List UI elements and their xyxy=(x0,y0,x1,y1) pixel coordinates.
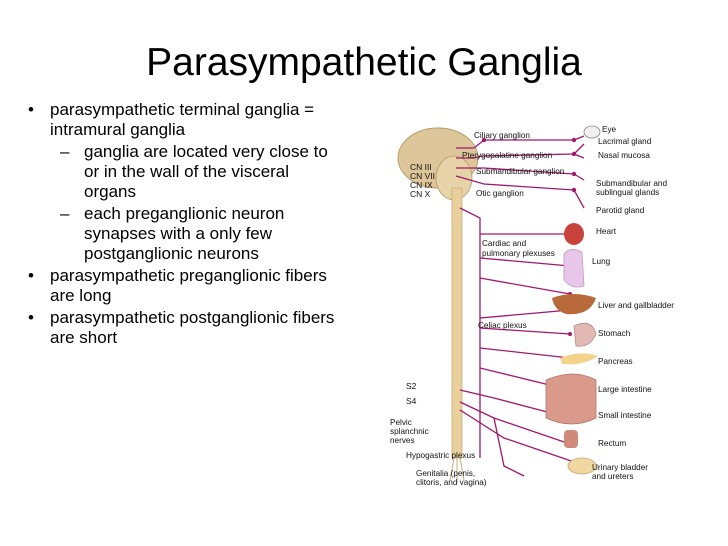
cn-label: CN X xyxy=(410,189,431,199)
sacral-nerve-pathways xyxy=(459,389,581,477)
ganglion-label: Pterygopalatine ganglion xyxy=(462,151,553,160)
intestine-illustration xyxy=(545,373,597,425)
organ-label-parotid: Parotid gland xyxy=(596,206,645,215)
bullet-text: parasympathetic postganglionic fibers ar… xyxy=(50,308,335,347)
heart-illustration xyxy=(564,223,584,245)
plexus-label: Cardiac and xyxy=(482,239,527,248)
cauda-equina xyxy=(449,457,465,483)
ganglion-label: Ciliary ganglion xyxy=(474,131,530,140)
pelvic-label: splanchnic xyxy=(390,427,429,436)
sub-bullet-text: ganglia are located very close to or in … xyxy=(84,142,328,201)
liver-illustration xyxy=(552,294,596,315)
rectum-illustration xyxy=(564,430,578,448)
plexus-label: Hypogastric plexus xyxy=(406,451,475,460)
bullet-marker: • xyxy=(28,100,34,119)
sacral-label: S2 xyxy=(406,381,417,391)
bullet-text: parasympathetic preganglionic fibers are… xyxy=(50,266,327,305)
cranial-nerve-pathways xyxy=(455,135,585,209)
plexus-label: Celiac plexus xyxy=(478,321,527,330)
ganglion-label: Submandibular ganglion xyxy=(476,167,565,176)
bullet-list: • parasympathetic terminal ganglia = int… xyxy=(26,100,336,350)
organ-label-lacrimal: Lacrimal gland xyxy=(598,137,652,146)
bullet-marker: • xyxy=(28,266,34,285)
genitalia-label: clitoris, and vagina) xyxy=(416,478,487,487)
spinal-cord xyxy=(451,187,463,459)
organ-label-rectum: Rectum xyxy=(598,439,626,448)
organ-label-submandibular: sublingual glands xyxy=(596,188,659,197)
cn-label: CN III xyxy=(410,162,432,172)
sub-bullet-item: – ganglia are located very close to or i… xyxy=(26,142,336,202)
vagus-nerve-pathways xyxy=(459,207,571,458)
organ-label-small-intestine: Small intestine xyxy=(598,411,652,420)
organ-label-large-intestine: Large intestine xyxy=(598,385,652,394)
bullet-item: • parasympathetic postganglionic fibers … xyxy=(26,308,336,348)
organ-label-pancreas: Pancreas xyxy=(598,357,633,366)
cn-label: CN IX xyxy=(410,180,433,190)
bullet-item: • parasympathetic terminal ganglia = int… xyxy=(26,100,336,140)
bullet-item: • parasympathetic preganglionic fibers a… xyxy=(26,266,336,306)
organ-label-lung: Lung xyxy=(592,257,611,266)
lung-illustration xyxy=(563,249,585,288)
organ-label-stomach: Stomach xyxy=(598,329,631,338)
organ-label-heart: Heart xyxy=(596,227,617,236)
cn-label: CN VII xyxy=(410,171,435,181)
pancreas-illustration xyxy=(560,353,598,365)
ganglion-label: Otic ganglion xyxy=(476,189,524,198)
stomach-illustration xyxy=(573,322,597,347)
sacral-label: S4 xyxy=(406,396,417,406)
genitalia-label: Genitalia (penis, xyxy=(416,469,475,478)
bullet-text: parasympathetic terminal ganglia = intra… xyxy=(50,100,315,139)
pelvic-label: Pelvic xyxy=(390,418,412,427)
eye-illustration xyxy=(583,125,601,139)
sub-bullet-marker: – xyxy=(60,142,70,161)
sub-bullet-item: – each preganglionic neuron synapses wit… xyxy=(26,204,336,264)
organ-label-urinary: and ureters xyxy=(592,472,633,481)
organ-label-nasal: Nasal mucosa xyxy=(598,151,650,160)
sub-bullet-marker: – xyxy=(60,204,70,223)
parasympathetic-diagram: CN III CN VII CN IX CN X Ciliary ganglio… xyxy=(390,125,674,487)
page-title: Parasympathetic Ganglia xyxy=(146,41,582,84)
organ-label-submandibular: Submandibular and xyxy=(596,179,667,188)
pelvic-label: nerves xyxy=(390,436,415,445)
bladder-illustration xyxy=(567,457,597,475)
organ-label-urinary: Urinary bladder xyxy=(592,463,648,472)
sub-bullet-text: each preganglionic neuron synapses with … xyxy=(84,204,285,263)
organ-label-liver: Liver and gallbladder xyxy=(598,301,674,310)
plexus-label: pulmonary plexuses xyxy=(482,249,555,258)
organ-label-eye: Eye xyxy=(602,125,617,134)
bullet-marker: • xyxy=(28,308,34,327)
